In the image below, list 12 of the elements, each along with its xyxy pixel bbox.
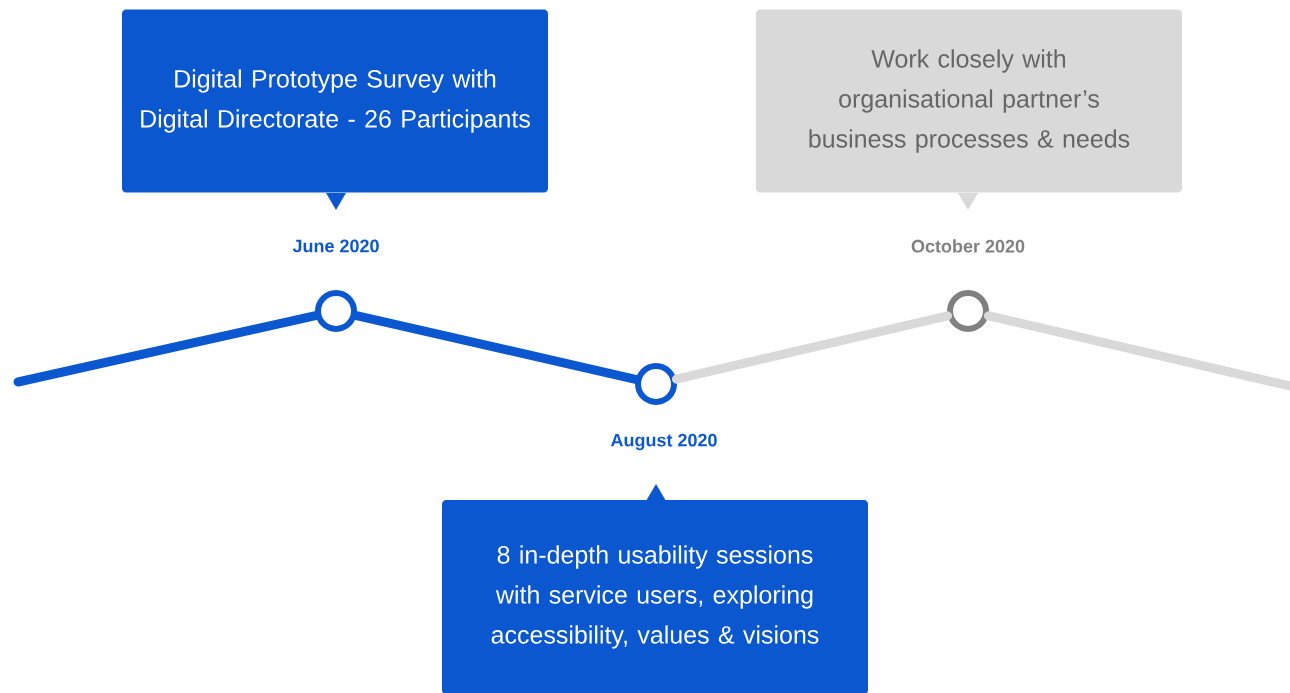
milestone-circle [947,290,989,332]
date-label: August 2020 [610,433,717,451]
date-label: June 2020 [292,239,379,253]
callout-box: Work closely with organisational partner’s business processes & needs [756,9,1182,210]
callout-box: Digital Prototype Survey with Digital Directorate - 26 Participants [122,9,548,210]
milestone-circle [635,363,677,405]
timeline-line [671,311,953,384]
callout-box: 8 in-depth usability sessions with service users, exploring accessibility, values & visions [442,484,868,693]
timeline-line [13,311,320,387]
milestone-circle [315,290,357,332]
timeline-line [983,311,1290,391]
date-label: October 2020 [911,239,1025,253]
